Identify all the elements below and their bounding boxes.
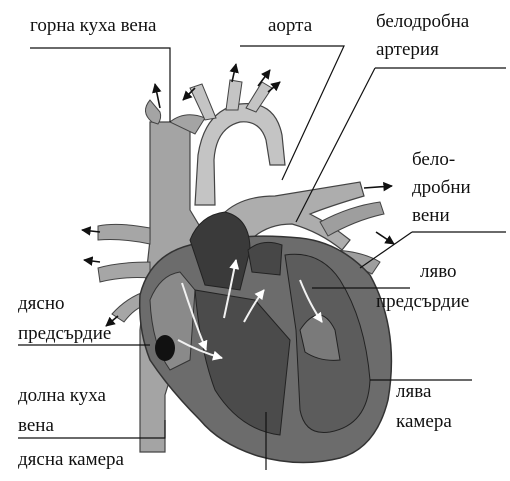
label-pulmonary-veins-line2: дробни — [412, 176, 471, 200]
label-inferior-vena-cava-line1: долна куха — [18, 384, 106, 408]
label-right-ventricle: дясна камера — [18, 448, 124, 472]
label-pulmonary-artery-line2: артерия — [376, 38, 439, 62]
label-superior-vena-cava: горна куха вена — [30, 14, 156, 38]
label-pulmonary-veins-line1: бело- — [412, 148, 455, 172]
label-left-ventricle-line1: лява — [396, 380, 431, 404]
aorta-vessel — [190, 80, 285, 205]
label-left-atrium-line2: предсърдие — [376, 290, 469, 314]
label-left-atrium-line1: ляво — [420, 260, 457, 284]
label-aorta: аорта — [268, 14, 312, 38]
label-right-atrium-line2: предсърдие — [18, 322, 111, 346]
label-pulmonary-veins-line3: вени — [412, 204, 450, 228]
label-inferior-vena-cava-line2: вена — [18, 414, 54, 438]
label-left-ventricle-line2: камера — [396, 410, 452, 434]
label-pulmonary-artery-line1: белодробна — [376, 10, 469, 34]
label-right-atrium-line1: дясно — [18, 292, 65, 316]
